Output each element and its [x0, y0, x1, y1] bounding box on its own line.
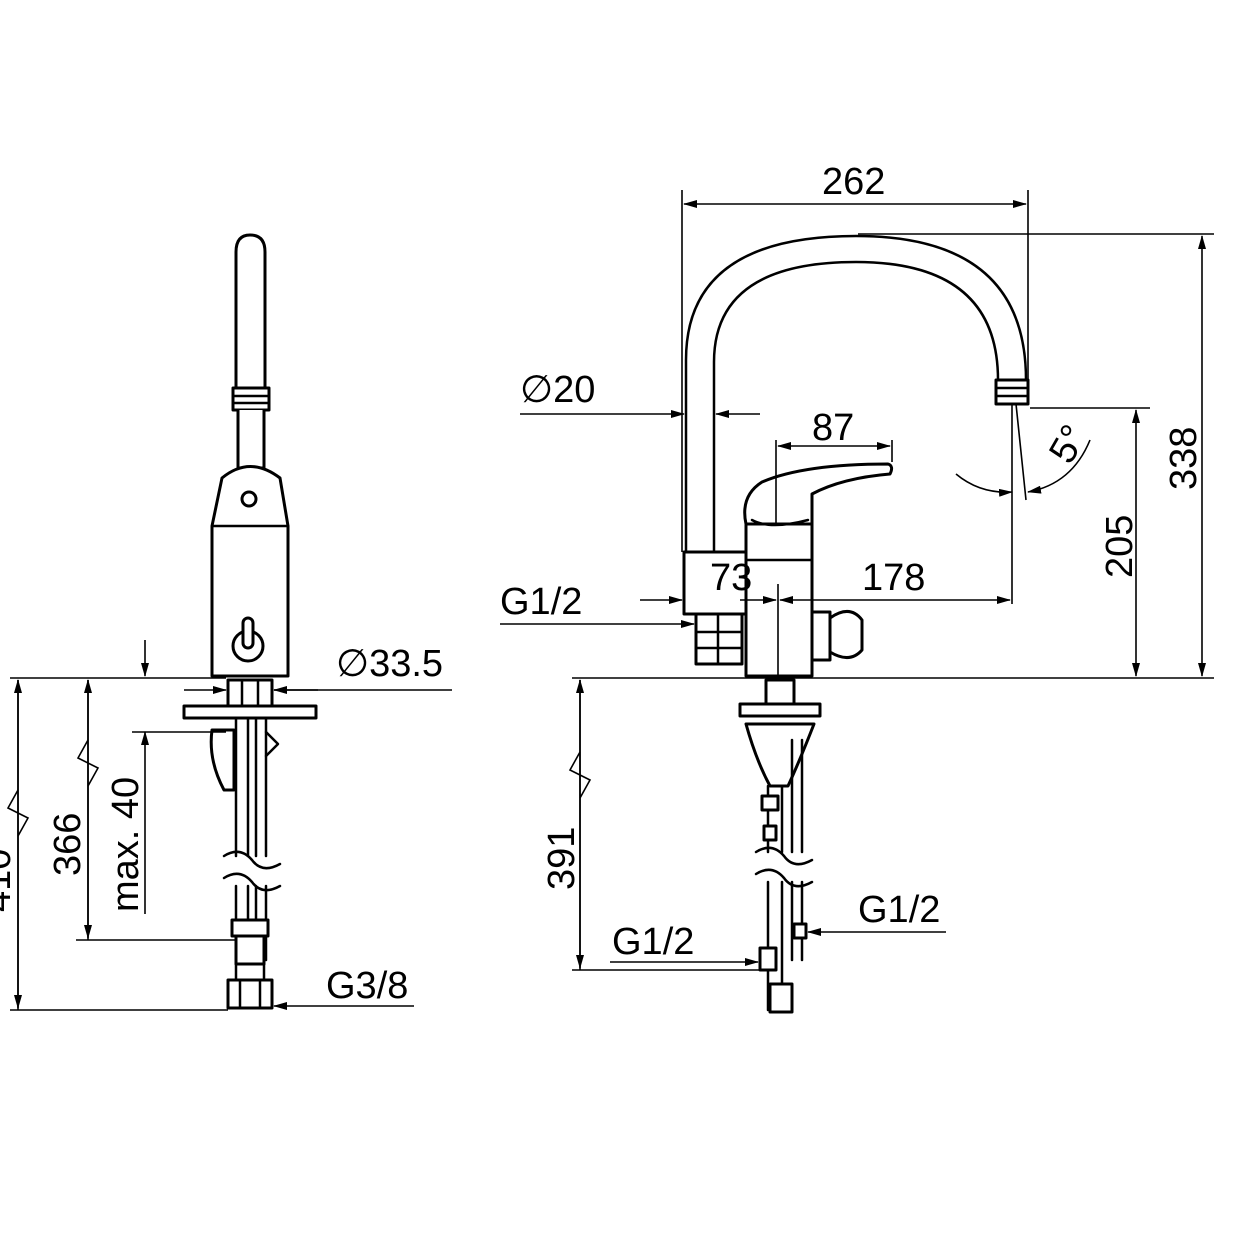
overall-height-label: 338: [1163, 427, 1205, 490]
side-valve-knob-icon: [828, 610, 864, 659]
total-length-label: 410: [0, 849, 19, 912]
front-fitting: [230, 918, 270, 938]
axis-to-outlet-label: 178: [862, 557, 925, 599]
spout-diameter-label: ∅20: [520, 369, 595, 411]
outlet-height-label: 205: [1099, 515, 1141, 578]
front-bottom-connector: [226, 978, 274, 1010]
side-spout-outer: [684, 234, 1028, 554]
side-lever: [743, 462, 894, 526]
side-mounting-plate: [738, 702, 822, 718]
side-hose-fitting: [760, 794, 780, 812]
front-hoses: [234, 716, 268, 858]
bottom-connection-label: G3/8: [326, 965, 408, 1007]
lever-length-label: 87: [812, 407, 854, 449]
side-clamp: [744, 722, 816, 788]
side-connection-label: G1/2: [500, 581, 582, 623]
front-body: [210, 465, 290, 678]
side-right-fitting: [792, 922, 808, 940]
body-to-axis-label: 73: [710, 557, 752, 599]
front-fitting-lower: [234, 934, 266, 966]
hose-length-label: 366: [47, 813, 89, 876]
side-stem: [764, 678, 796, 706]
side-bottom-fitting: [768, 982, 794, 1014]
supply-connection-left-label: G1/2: [612, 921, 694, 963]
side-break-line: [754, 846, 814, 866]
supply-length-label: 391: [541, 827, 583, 890]
front-connector: [226, 678, 274, 708]
side-left-fitting: [758, 946, 778, 972]
front-spout-tube: [234, 233, 267, 392]
clamp-range-label: max. 40: [105, 777, 147, 912]
front-knob-pin: [241, 616, 255, 650]
front-view: ∅33.5 max. 40 366 410 G3/8: [0, 233, 452, 1011]
front-neck: [236, 408, 266, 470]
side-view: 262 ∅20 87 5° 73 178 G1/2 205: [500, 161, 1214, 1014]
front-clamp: [209, 728, 236, 792]
side-spout-tip: [994, 378, 1030, 406]
front-button-icon: [240, 490, 258, 508]
front-spout-collar: [231, 386, 271, 412]
supply-connection-right-label: G1/2: [858, 889, 940, 931]
front-mounting-plate: [182, 704, 318, 720]
deck-diameter-label: ∅33.5: [336, 643, 443, 685]
side-hoses: [766, 738, 804, 854]
swivel-angle-label: 5°: [1041, 418, 1096, 470]
side-valve: [810, 610, 832, 662]
side-spout-inner: [712, 260, 1000, 554]
spout-reach-label: 262: [822, 161, 885, 203]
front-break-line: [222, 850, 282, 870]
